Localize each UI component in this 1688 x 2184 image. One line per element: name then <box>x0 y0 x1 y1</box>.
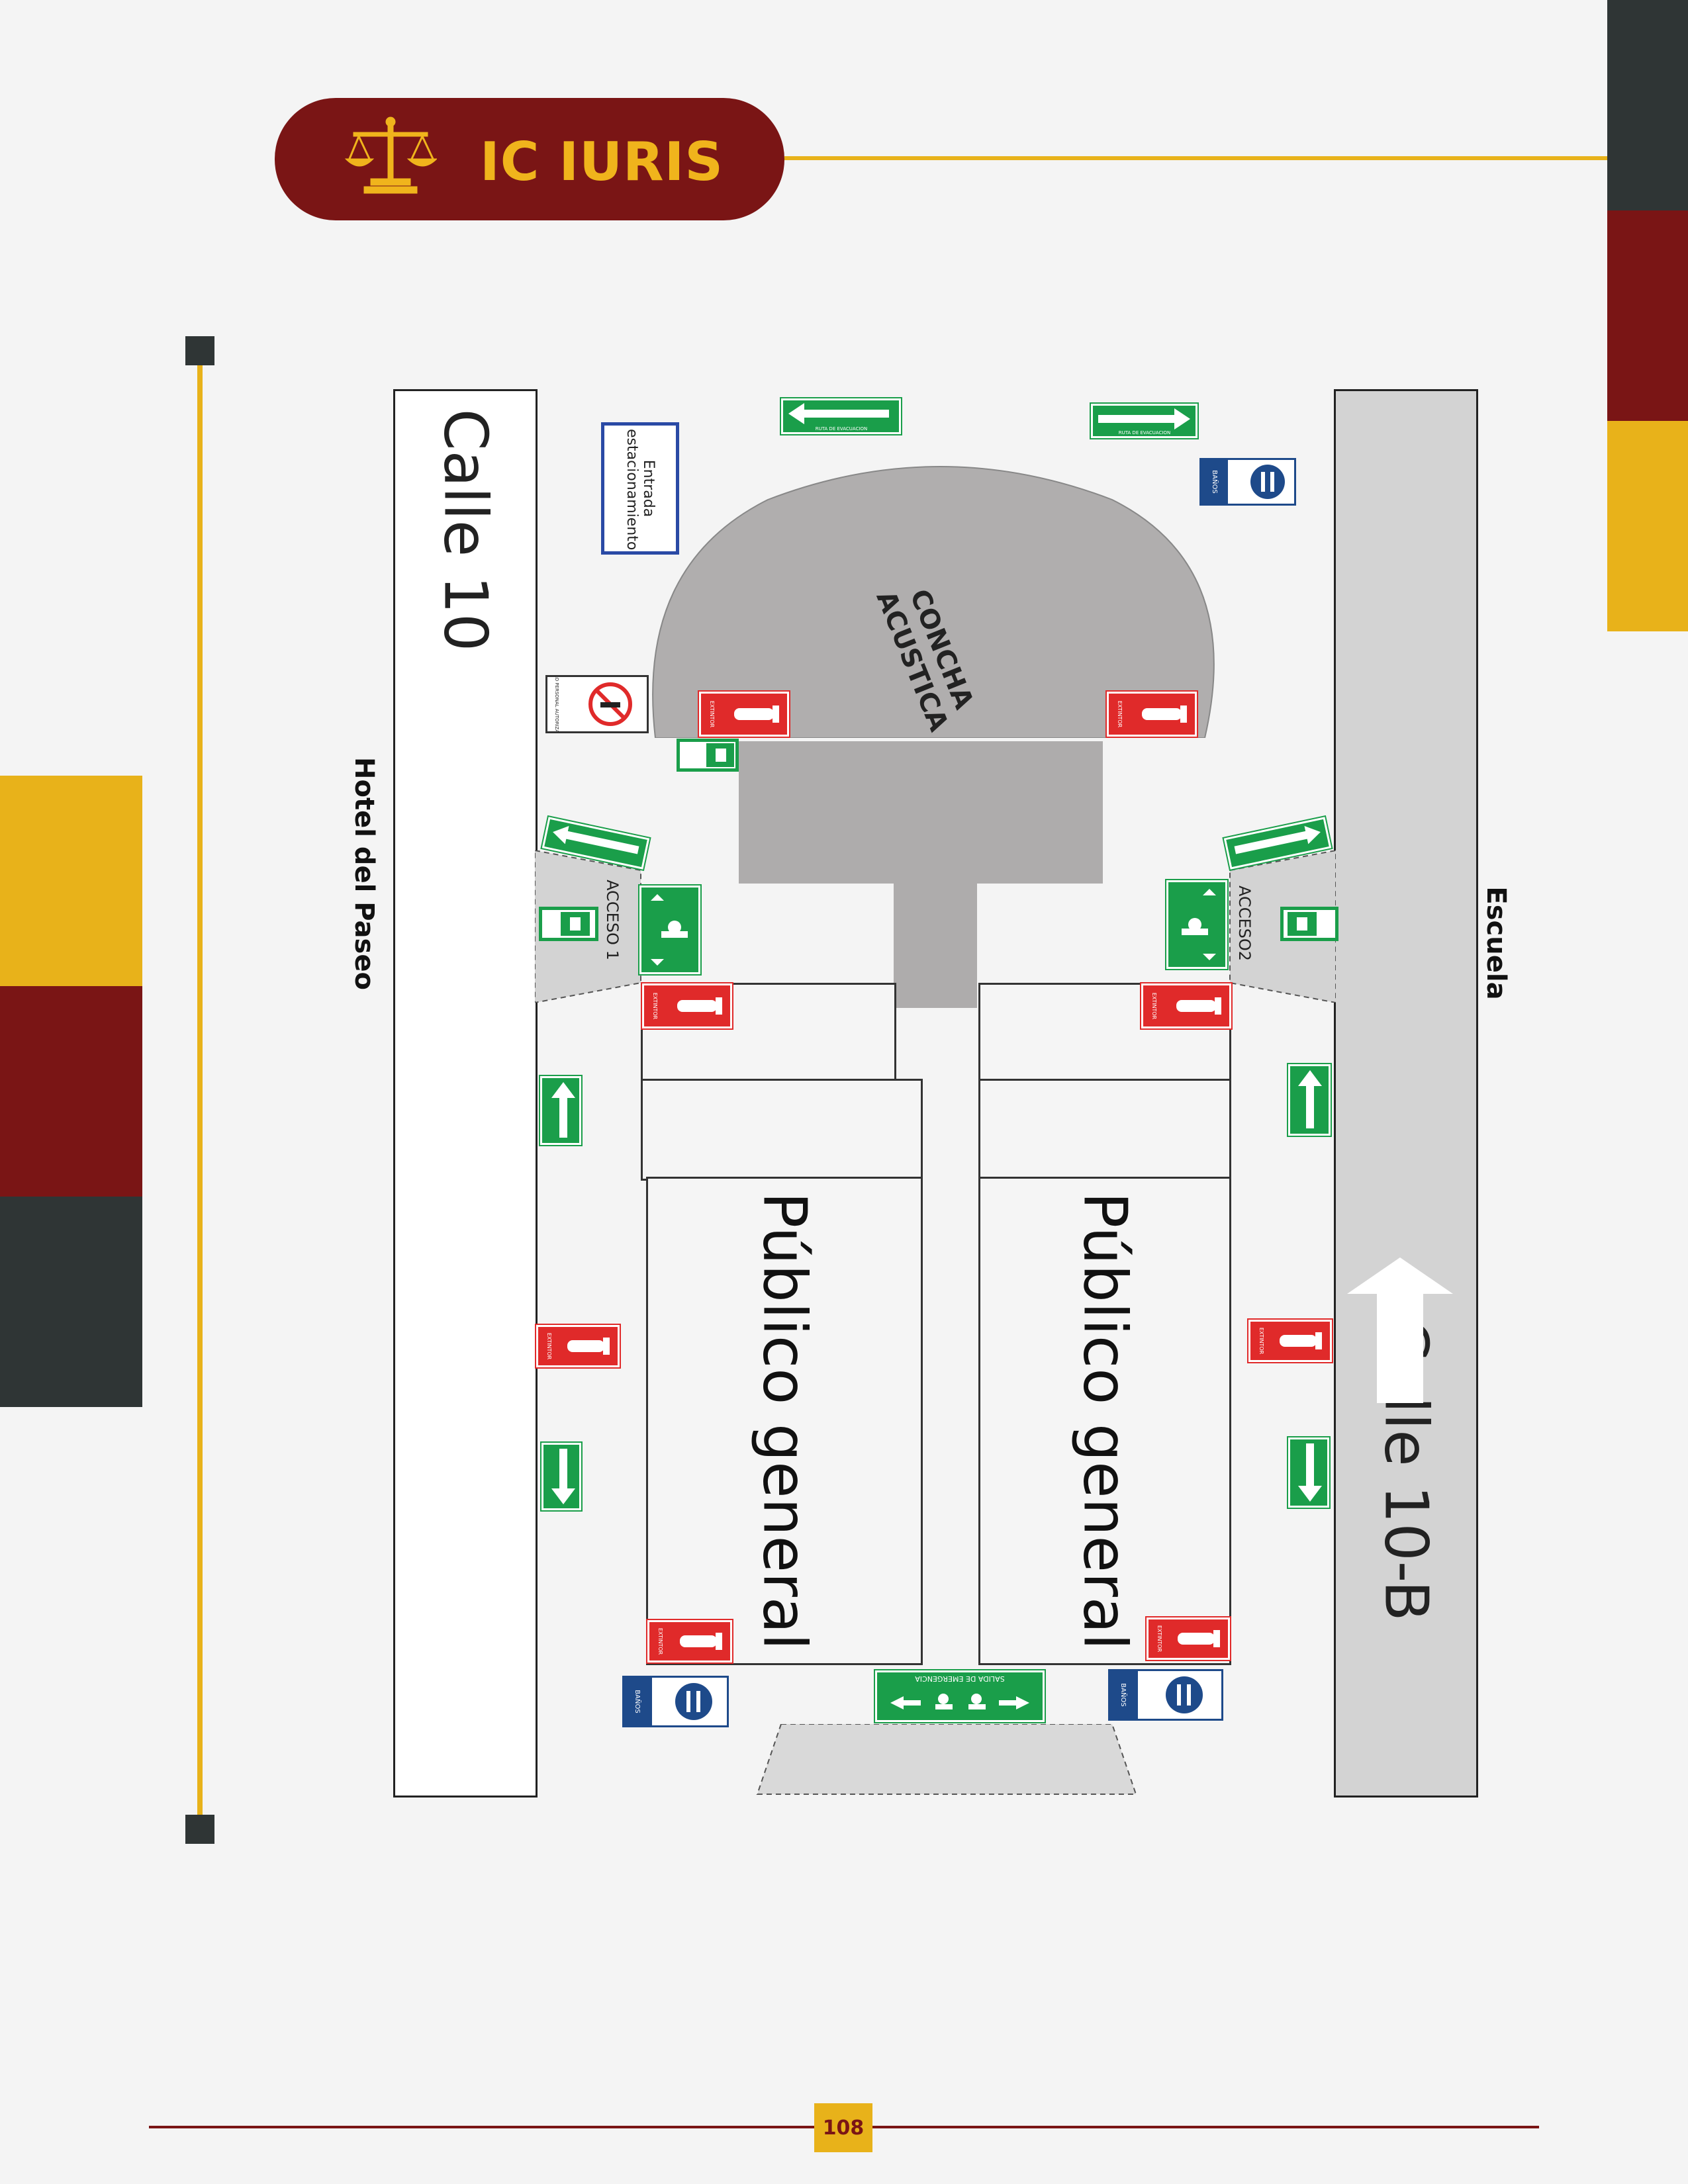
exit-person-icon <box>1288 912 1317 936</box>
direction-arrow-icon <box>1347 1257 1453 1403</box>
svg-text:EXTINTOR: EXTINTOR <box>709 701 715 728</box>
emergency-exit-sign-access-1 <box>639 886 700 974</box>
restroom-icon: BAÑOS <box>1201 460 1285 504</box>
arrow-up-icon <box>551 1082 575 1138</box>
band-right-gold <box>1607 421 1688 631</box>
stage-platform <box>739 741 1103 884</box>
stage-runway <box>894 884 977 1008</box>
booth-left-lower <box>641 1079 923 1181</box>
exit-person-icon <box>561 912 590 936</box>
svg-text:EXTINTOR: EXTINTOR <box>1117 701 1123 728</box>
rule-cap-bottom <box>185 1815 214 1844</box>
extinguisher-sign-bottom-left: EXTINTOR <box>647 1620 732 1662</box>
access-2-label: ACCESO2 <box>1235 885 1254 962</box>
svg-text:EXTINTOR: EXTINTOR <box>1258 1328 1264 1355</box>
restricted-sign: SOLO PERSONAL AUTORIZADO <box>545 668 649 741</box>
no-entry-icon: SOLO PERSONAL AUTORIZADO <box>554 668 632 741</box>
arrow-up-icon <box>1298 1070 1322 1128</box>
restroom-sign-bottom-left: BAÑOS <box>622 1676 729 1727</box>
arrow-down-icon <box>1298 1443 1322 1502</box>
running-person-icon: SALIDA DE EMERGENCIA <box>890 1674 1029 1709</box>
evac-route-sign-top-right: RUTA DE EVACUACION <box>1091 404 1197 438</box>
evac-route-sign-top-left: RUTA DE EVACUACION <box>781 398 901 434</box>
band-right-maroon <box>1607 210 1688 421</box>
extinguisher-sign-side-left: EXTINTOR <box>536 1325 620 1367</box>
restroom-icon: BAÑOS <box>1110 1671 1203 1719</box>
extinguisher-icon: EXTINTOR <box>1258 1328 1322 1355</box>
arrow-left-icon: RUTA DE EVACUACION <box>788 403 889 432</box>
page-number: 108 <box>814 2103 872 2152</box>
running-person-icon <box>651 894 688 966</box>
band-left-maroon <box>0 986 142 1197</box>
svg-text:RUTA DE EVACUACION: RUTA DE EVACUACION <box>816 426 868 432</box>
extinguisher-icon: EXTINTOR <box>1151 993 1221 1020</box>
svg-text:EXTINTOR: EXTINTOR <box>652 993 658 1020</box>
extinguisher-icon: EXTINTOR <box>1156 1625 1220 1653</box>
svg-text:SALIDA DE EMERGENCIA: SALIDA DE EMERGENCIA <box>915 1674 1005 1683</box>
scales-of-justice-icon <box>344 116 437 194</box>
street-label-calle-10: Calle 10 <box>430 408 500 652</box>
exit-sign-stage <box>678 740 737 770</box>
running-person-icon <box>1182 889 1216 960</box>
extinguisher-icon: EXTINTOR <box>546 1333 610 1360</box>
extinguisher-sign-bottom-right: EXTINTOR <box>1147 1617 1230 1660</box>
arrow-right-icon: RUTA DE EVACUACION <box>1098 408 1190 435</box>
svg-text:EXTINTOR: EXTINTOR <box>546 1333 552 1360</box>
extinguisher-sign-stage-right: EXTINTOR <box>1107 692 1197 737</box>
arrow-down-icon <box>551 1449 575 1504</box>
stage-concha-acustica <box>652 466 1215 738</box>
brand-title: IC IURIS <box>480 131 724 193</box>
booth-right-lower <box>978 1079 1231 1181</box>
extinguisher-sign-booth-left: EXTINTOR <box>642 983 732 1028</box>
rule-cap-top <box>185 336 214 365</box>
audience-left: Público general <box>646 1177 923 1665</box>
svg-text:EXTINTOR: EXTINTOR <box>657 1628 663 1655</box>
arrow-right-icon <box>1234 826 1321 854</box>
band-left-gold <box>0 776 142 986</box>
extinguisher-icon: EXTINTOR <box>1117 701 1187 728</box>
evac-route-sign-left-up <box>540 1076 581 1145</box>
band-left-charcoal <box>0 1197 142 1407</box>
exit-person-icon <box>706 743 734 767</box>
exit-sign-access-1 <box>540 908 597 940</box>
svg-text:BAÑOS: BAÑOS <box>1119 1683 1128 1706</box>
emergency-exit-sign-bottom: SALIDA DE EMERGENCIA <box>875 1670 1045 1722</box>
evac-route-sign-access-2 <box>1223 817 1332 870</box>
extinguisher-sign-stage-left: EXTINTOR <box>699 692 789 737</box>
arrow-left-icon <box>553 826 639 854</box>
evac-route-sign-access-1 <box>541 817 650 870</box>
emergency-exit-sign-access-2 <box>1166 880 1227 969</box>
evac-route-sign-right-up <box>1288 1064 1331 1136</box>
extinguisher-sign-booth-right: EXTINTOR <box>1141 983 1231 1028</box>
svg-text:RUTA DE EVACUACION: RUTA DE EVACUACION <box>1119 430 1171 435</box>
evac-route-sign-right-down <box>1288 1437 1329 1508</box>
band-right-charcoal <box>1607 0 1688 210</box>
svg-text:BAÑOS: BAÑOS <box>1211 470 1219 493</box>
restroom-sign-top: BAÑOS <box>1199 458 1296 506</box>
landmark-hotel: Hotel del Paseo <box>349 757 379 990</box>
restroom-icon: BAÑOS <box>624 1678 712 1725</box>
stage-label: CONCHA ACUSTICA <box>870 585 980 736</box>
extinguisher-icon: EXTINTOR <box>657 1628 722 1655</box>
exit-plaza <box>756 1724 1137 1795</box>
evac-route-sign-left-down <box>541 1443 581 1510</box>
access-1-label: ACCESO 1 <box>603 880 622 960</box>
street-calle-10b: Calle 10-B <box>1334 389 1478 1797</box>
restroom-sign-bottom-right: BAÑOS <box>1108 1669 1223 1721</box>
street-calle-10: Calle 10 <box>393 389 538 1797</box>
exit-sign-access-2 <box>1282 908 1337 940</box>
svg-text:SOLO PERSONAL AUTORIZADO: SOLO PERSONAL AUTORIZADO <box>554 677 559 731</box>
svg-text:BAÑOS: BAÑOS <box>633 1690 642 1713</box>
vertical-rule <box>197 351 203 1830</box>
header-rule <box>784 156 1608 160</box>
audience-right: Público general <box>978 1177 1231 1665</box>
svg-text:EXTINTOR: EXTINTOR <box>1156 1625 1162 1653</box>
landmark-escuela: Escuela <box>1481 886 1511 1000</box>
extinguisher-icon: EXTINTOR <box>652 993 722 1020</box>
parking-entrance-box: Entrada estacionamiento <box>601 422 679 555</box>
svg-text:EXTINTOR: EXTINTOR <box>1151 993 1157 1020</box>
extinguisher-sign-side-right: EXTINTOR <box>1248 1320 1332 1362</box>
extinguisher-icon: EXTINTOR <box>709 701 779 728</box>
